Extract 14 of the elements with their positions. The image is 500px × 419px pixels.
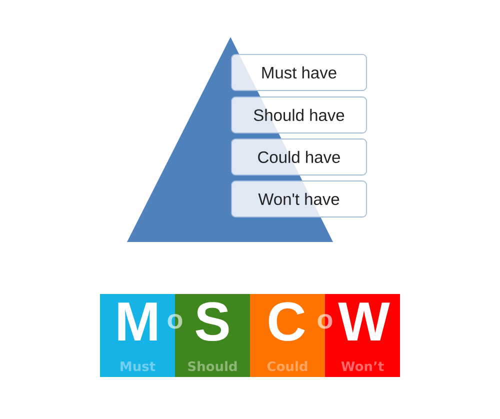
letter: M [118, 302, 157, 340]
level-box: Must have [231, 54, 367, 91]
level-box: Won't have [231, 180, 367, 218]
letter: C [268, 302, 305, 342]
letter: W [338, 302, 390, 340]
level-box: Could have [231, 138, 367, 176]
letter: S [196, 302, 229, 342]
letter: o [318, 314, 332, 329]
level-box: Should have [231, 96, 367, 134]
tile-word: Must [120, 362, 156, 372]
tile-word: Should [188, 361, 237, 372]
letter: o [168, 314, 182, 329]
tile-word: Won’t [341, 362, 384, 372]
tile-word: Could [267, 361, 308, 372]
